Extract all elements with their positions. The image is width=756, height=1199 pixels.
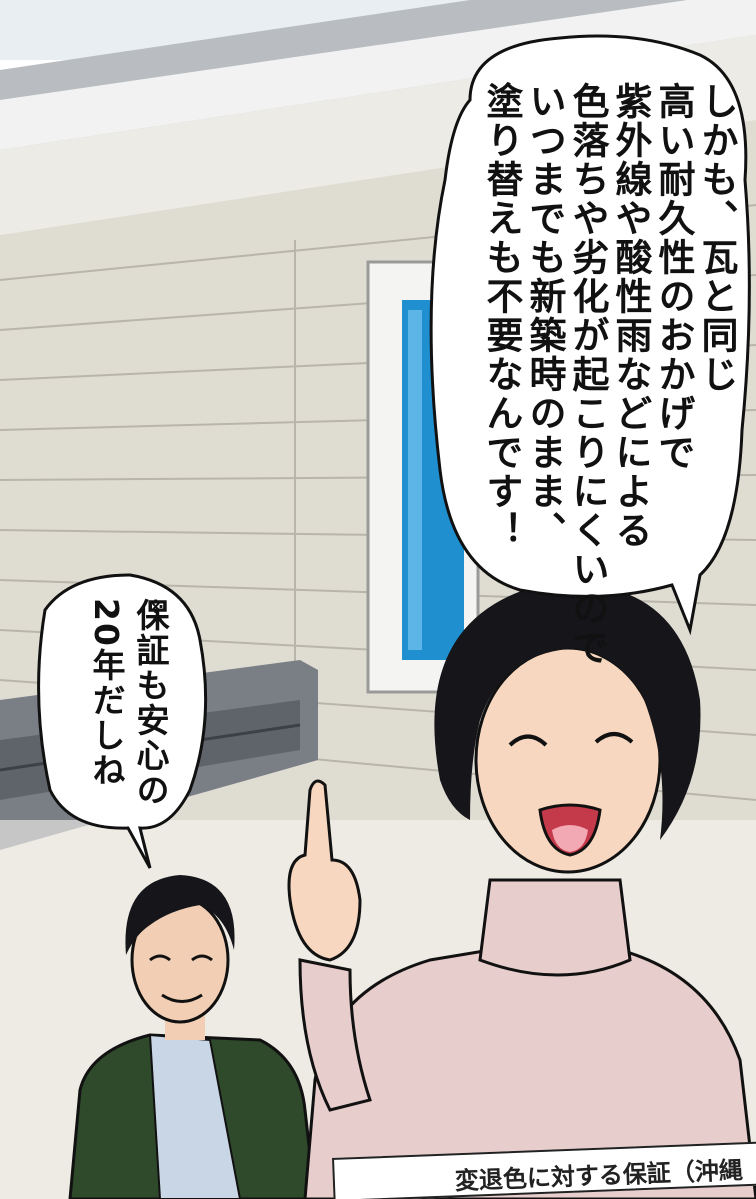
speech-line: しかも、瓦と同じ xyxy=(695,82,738,394)
speech-line: 高い耐久性のおかげで xyxy=(652,82,695,472)
speech-line: 20年だしね xyxy=(87,598,126,788)
speech-line: 保証も安心の xyxy=(131,598,170,808)
man-speech-text: 保証も安心の 20年だしね xyxy=(72,598,172,808)
footnote-mark: ※ xyxy=(148,598,164,617)
woman-hand xyxy=(287,779,362,962)
woman-speech-bubble xyxy=(429,34,751,636)
speech-line: 色落ちや劣化が起こりにくいので xyxy=(566,82,609,667)
woman-hair xyxy=(434,583,701,840)
window-glass-highlight xyxy=(408,310,422,650)
woman-arm xyxy=(298,958,372,1112)
woman-turtleneck xyxy=(478,878,632,977)
man-hair xyxy=(125,875,235,955)
man-speech-bubble xyxy=(37,573,208,869)
speech-line: いつまでも新築時のまま、 xyxy=(523,82,566,550)
speech-line: 紫外線や酸性雨などによる xyxy=(609,82,652,550)
man-figure xyxy=(68,875,317,1199)
speech-line: 塗り替えも不要なんです！ xyxy=(480,82,523,550)
woman-figure xyxy=(287,583,756,1199)
woman-speech-text: しかも、瓦と同じ 高い耐久性のおかげで 紫外線や酸性雨などによる 色落ちや劣化が… xyxy=(478,82,738,667)
